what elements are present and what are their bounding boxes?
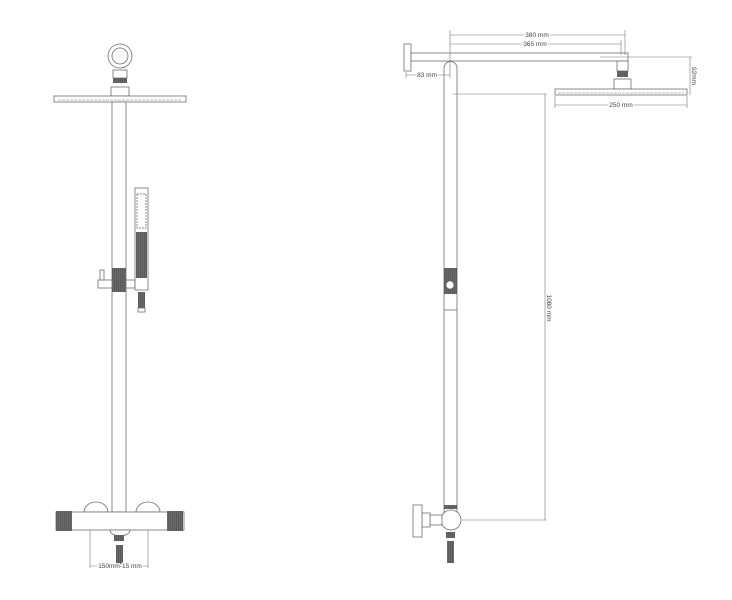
front-view: 150mm-15 mm <box>53 43 187 572</box>
valve-stem-collar <box>421 512 431 528</box>
wall-flange <box>403 43 412 72</box>
valve-outlet <box>446 532 455 538</box>
slider-knob-side <box>445 280 455 290</box>
thermostatic-mixer <box>55 511 185 531</box>
valve-thread <box>444 505 457 509</box>
mixer-hump-right <box>135 501 161 513</box>
rain-shower-head-side <box>554 88 688 96</box>
hand-shower-grip <box>136 232 147 278</box>
head-connector-side <box>613 78 632 90</box>
valve-stem <box>429 514 443 526</box>
mixer-handle-right <box>167 511 183 531</box>
mixer-hump-left <box>83 501 109 513</box>
holder-arm <box>125 279 136 289</box>
hose-nut <box>137 307 146 313</box>
slider-holder <box>112 268 126 292</box>
outlet-hose-side <box>447 541 454 563</box>
valve-handle <box>412 504 423 538</box>
dim-arm-outer: 380 mm <box>525 32 548 39</box>
shower-arm <box>410 52 629 62</box>
dim-arm-inner: 365 mm <box>523 41 546 48</box>
shower-arm-neck <box>112 69 128 79</box>
slider-knob-stem <box>99 269 105 281</box>
mixer-outlet <box>114 535 124 541</box>
dim-mixer-centres: 150mm-15 mm <box>98 563 142 570</box>
ball-joint-inner <box>111 47 129 65</box>
dim-head-diameter: 250 mm <box>609 102 632 109</box>
dim-head-drop: 92mm <box>690 67 697 85</box>
dim-riser-height: 1080 mm <box>545 294 552 321</box>
riser-pipe <box>111 101 127 513</box>
arm-elbow <box>616 60 629 72</box>
hand-shower-nozzles <box>136 193 147 229</box>
side-view: 380 mm 365 mm 83 mm 92mm 250 mm 1080 mm <box>403 30 699 563</box>
hose-connector <box>138 292 145 308</box>
slider-knob <box>97 279 113 289</box>
neck-thread <box>113 78 127 83</box>
mixer-handle-left <box>56 511 72 531</box>
rain-shower-head <box>53 95 187 103</box>
outlet-hose <box>116 545 123 565</box>
head-connector <box>110 86 130 97</box>
dim-wall-offset: 83 mm <box>417 72 437 79</box>
diverter-valve <box>440 509 462 531</box>
arm-thread <box>617 71 628 77</box>
